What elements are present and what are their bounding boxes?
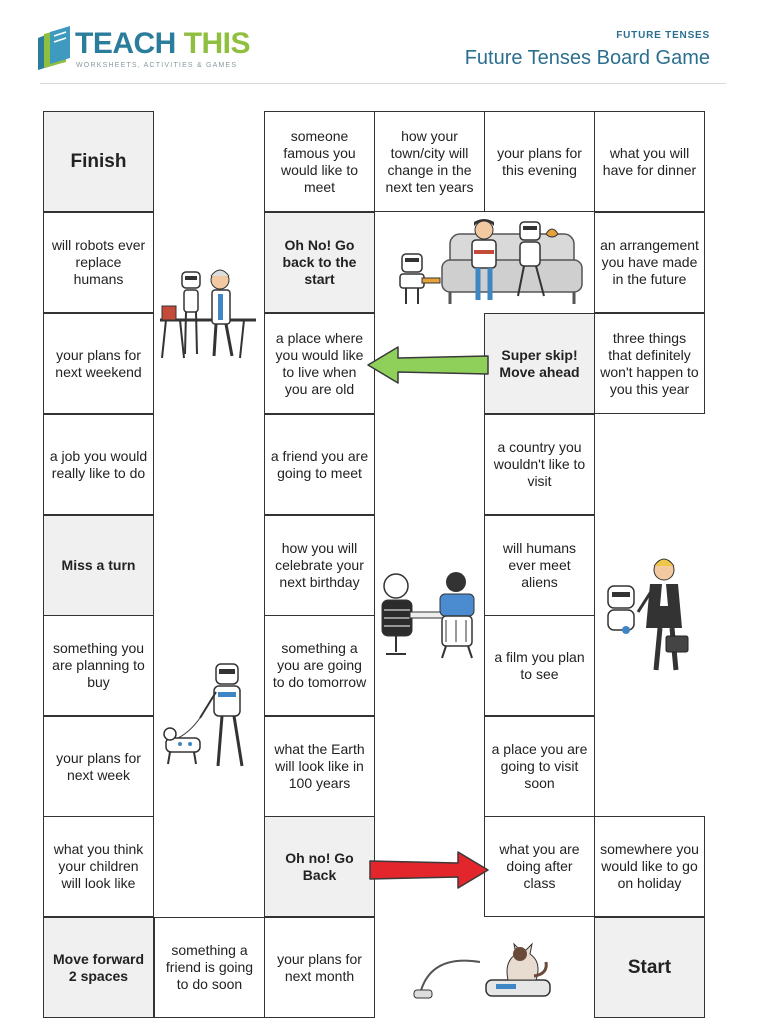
square-label: a friend you are going to meet <box>270 447 369 481</box>
square-label: how you will celebrate your next birthda… <box>275 540 364 590</box>
board-square[interactable]: how you will celebrate your next birthda… <box>264 515 375 616</box>
board-square[interactable]: what you think your children will look l… <box>43 816 154 917</box>
board-square[interactable]: how your town/city will change in the ne… <box>374 111 485 212</box>
square-start[interactable]: Start <box>594 917 705 1018</box>
square-label: a film you plan to see <box>494 648 585 682</box>
header-divider <box>40 83 726 84</box>
board-square[interactable]: your plans for next month <box>264 917 375 1018</box>
board-square[interactable]: three things that definitely won't happe… <box>594 313 705 414</box>
page-title: Future Tenses Board Game <box>464 47 710 69</box>
robot-businessman-illustration <box>607 558 689 671</box>
board-square[interactable]: a place where you would like to live whe… <box>264 313 375 414</box>
board-square[interactable]: somewhere you would like to go on holida… <box>594 816 705 917</box>
brand-name: TEACH THIS <box>75 27 251 60</box>
square-label: something you are planning to buy <box>52 640 145 690</box>
board-square[interactable]: a place you are going to visit soon <box>484 716 595 817</box>
red-arrow-icon <box>369 851 489 889</box>
square-label: something a you are going to do tomorrow <box>272 640 367 690</box>
board-square[interactable]: will robots ever replace humans <box>43 212 154 313</box>
board-square[interactable]: a friend you are going to meet <box>264 414 375 515</box>
square-label: Super skip! Move ahead <box>499 346 580 380</box>
board-square[interactable]: something a friend is going to do soon <box>154 917 265 1018</box>
board-square[interactable]: will humans ever meet aliens <box>484 515 595 616</box>
square-label: Start <box>627 957 672 978</box>
board-square[interactable]: your plans for next week <box>43 716 154 817</box>
page-header: TEACH THIS WORKSHEETS, ACTIVITIES & GAME… <box>0 0 768 84</box>
square-label: what the Earth will look like in 100 yea… <box>274 741 365 791</box>
square-label: what you are doing after class <box>499 841 580 891</box>
square-label: a place you are going to visit soon <box>491 741 588 791</box>
square-label: what you will have for dinner <box>602 144 697 178</box>
board-square[interactable]: what you will have for dinner <box>594 111 705 212</box>
square-label: something a friend is going to do soon <box>165 942 254 992</box>
square-label: will robots ever replace humans <box>51 237 146 287</box>
square-label: your plans for next weekend <box>55 346 142 380</box>
robot-couch-illustration <box>399 219 583 304</box>
square-go-back[interactable]: Oh no! Go Back <box>264 816 375 917</box>
board-square[interactable]: your plans for this evening <box>484 111 595 212</box>
board-square[interactable]: a job you would really like to do <box>43 414 154 515</box>
green-arrow-icon <box>367 346 489 384</box>
square-finish[interactable]: Finish <box>43 111 154 212</box>
board-square[interactable]: a film you plan to see <box>484 615 595 716</box>
square-go-back-start[interactable]: Oh No! Go back to the start <box>264 212 375 313</box>
board-square[interactable]: what the Earth will look like in 100 yea… <box>264 716 375 817</box>
square-miss-turn[interactable]: Miss a turn <box>43 515 154 616</box>
board-square[interactable]: your plans for next weekend <box>43 313 154 414</box>
square-label: someone famous you would like to meet <box>280 127 359 195</box>
brand-teach: TEACH <box>75 27 176 60</box>
square-label: three things that definitely won't happe… <box>600 329 699 397</box>
square-label: Finish <box>70 151 127 172</box>
square-label: Oh No! Go back to the start <box>282 237 357 287</box>
board-square[interactable]: an arrangement you have made in the futu… <box>594 212 705 313</box>
board-square[interactable]: someone famous you would like to meet <box>264 111 375 212</box>
square-label: your plans for this evening <box>497 144 582 178</box>
square-super-skip[interactable]: Super skip! Move ahead <box>484 313 595 414</box>
board-square[interactable]: something you are planning to buy <box>43 615 154 716</box>
square-label: a place where you would like to live whe… <box>275 329 364 397</box>
robot-chess-illustration <box>381 572 475 659</box>
board-square[interactable]: what you are doing after class <box>484 816 595 917</box>
square-label: Oh no! Go Back <box>285 849 354 883</box>
brand-tagline: WORKSHEETS, ACTIVITIES & GAMES <box>76 62 238 69</box>
square-move-forward[interactable]: Move forward 2 spaces <box>43 917 154 1018</box>
square-label: your plans for next week <box>56 749 141 783</box>
robot-scientist-illustration <box>160 269 256 359</box>
square-label: Miss a turn <box>61 557 136 573</box>
book-logo-icon <box>38 26 70 70</box>
robot-vacuum-cat-illustration <box>413 942 551 999</box>
brand-this: THIS <box>183 27 251 60</box>
square-label: how your town/city will change in the ne… <box>385 127 474 195</box>
board-square[interactable]: something a you are going to do tomorrow <box>264 615 375 716</box>
board-square[interactable]: a country you wouldn't like to visit <box>484 414 595 515</box>
subject-label: FUTURE TENSES <box>616 30 710 41</box>
square-label: a job you would really like to do <box>49 447 148 481</box>
square-label: a country you wouldn't like to visit <box>493 439 586 489</box>
square-label: your plans for next month <box>277 950 362 984</box>
square-label: somewhere you would like to go on holida… <box>600 841 699 891</box>
square-label: what you think your children will look l… <box>53 841 144 891</box>
robot-walking-dog-illustration <box>163 663 244 767</box>
square-label: will humans ever meet aliens <box>502 540 577 590</box>
square-label: an arrangement you have made in the futu… <box>600 237 699 287</box>
square-label: Move forward 2 spaces <box>52 950 144 984</box>
